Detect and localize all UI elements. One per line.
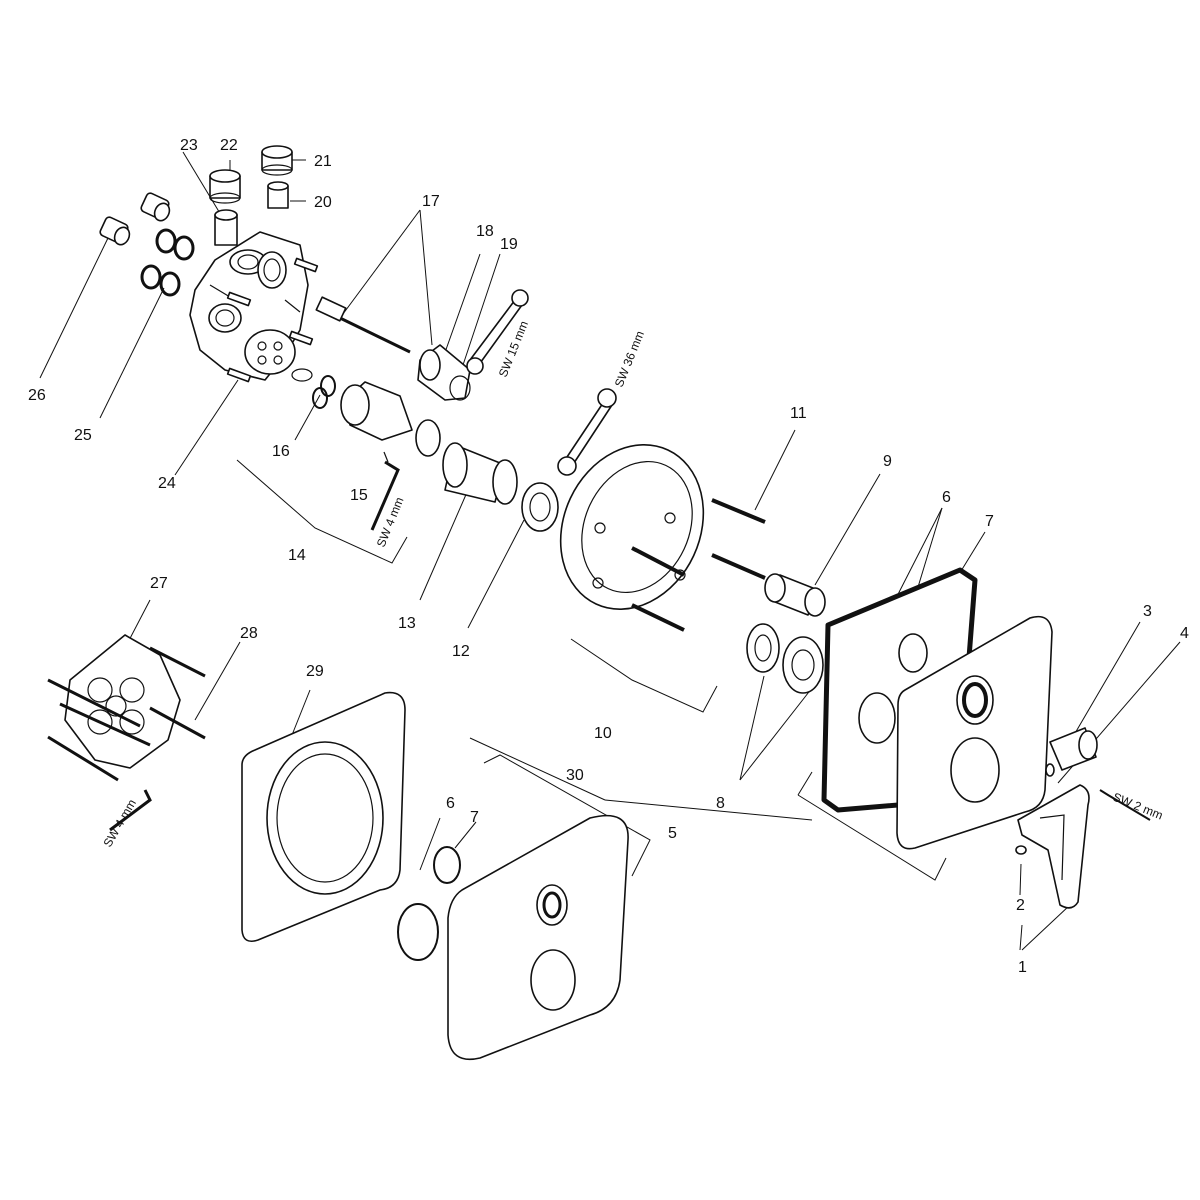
ring-12 [521,482,559,532]
label-11: 11 [790,405,807,422]
wrench-36 [557,388,617,476]
plugs-and-checks [209,145,293,246]
rosettes-8 [746,623,824,694]
label-5: 5 [668,825,677,842]
label-22: 22 [220,137,238,154]
allen-key-15 [370,460,400,531]
label-20: 20 [314,194,332,211]
label-24: 24 [158,475,176,492]
valve-body [189,231,319,383]
label-13: 13 [398,615,416,632]
label-27: 27 [150,575,168,592]
connector-nuts [99,192,171,246]
diverter-cartridge [417,344,471,401]
label-15: 15 [350,487,368,504]
extension-9 [764,573,826,617]
label-1: 1 [1018,959,1027,976]
label-19: 19 [500,236,518,253]
screws-28 [149,646,206,740]
spacer-27 [47,634,181,782]
part-labels: 1 2 3 4 5 6 6 7 7 8 9 10 11 12 13 14 15 … [28,137,1189,976]
screws-11 [631,498,766,632]
label-2: 2 [1016,897,1025,914]
knob-3 [1049,727,1098,771]
label-4: 4 [1180,625,1189,642]
lever-handle [1015,763,1090,909]
label-18: 18 [476,223,494,240]
label-7-right: 7 [985,513,994,530]
cover-plate-right [896,615,1053,850]
allen-key-2 [1099,789,1151,821]
sleeve-13 [442,442,518,505]
cover-plate-30 [447,814,629,1060]
label-9: 9 [883,453,892,470]
spindle-17 [315,296,411,354]
label-6-left: 6 [446,795,455,812]
label-30: 30 [566,767,584,784]
label-23: 23 [180,137,198,154]
frame-29 [241,691,406,943]
label-25: 25 [74,427,92,444]
label-10: 10 [594,725,612,742]
label-17: 17 [422,193,440,210]
o-rings-25 [140,228,195,297]
label-16: 16 [272,443,290,460]
label-8: 8 [716,795,725,812]
label-3: 3 [1143,603,1152,620]
tool-label-sw36: SW 36 mm [612,329,647,389]
label-26: 26 [28,387,46,404]
tool-label-sw2: SW 2 mm [1111,790,1165,823]
tool-label-sw4-spacer: SW 4 mm [100,797,138,850]
label-29: 29 [306,663,324,680]
label-28: 28 [240,625,258,642]
thermostatic-cartridge [291,368,441,463]
label-21: 21 [314,153,332,170]
mounting-ring [559,443,705,611]
o-rings-front [397,846,461,961]
allen-key-27 [109,789,152,832]
label-14: 14 [288,547,306,564]
wrench-15 [466,289,529,375]
label-7-left: 7 [470,809,479,826]
label-6-right: 6 [942,489,951,506]
tool-label-sw4-cartridge: SW 4 mm [374,495,407,549]
label-12: 12 [452,643,470,660]
